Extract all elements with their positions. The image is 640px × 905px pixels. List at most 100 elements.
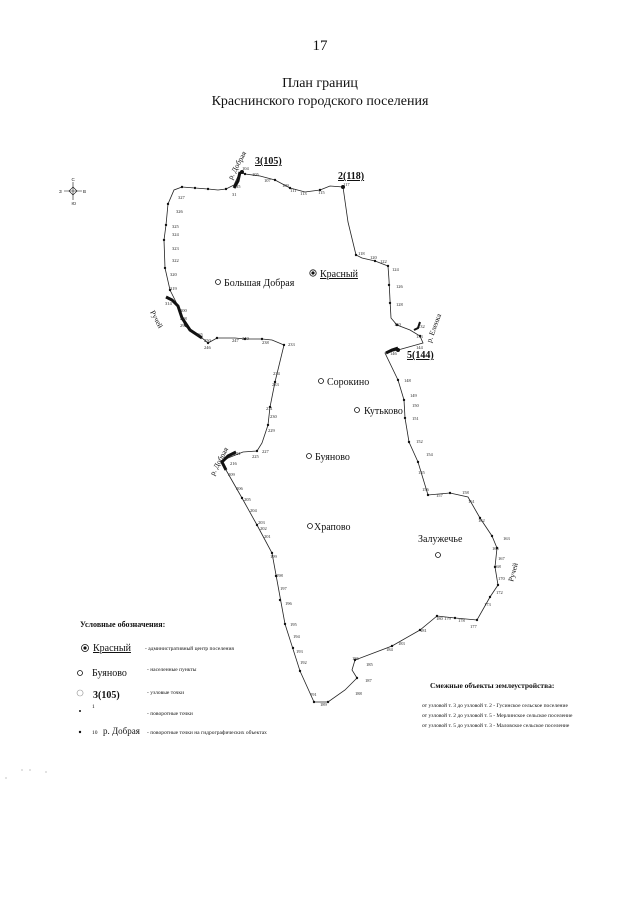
point-number: 201 [264,534,271,539]
point-number: 189 [320,702,328,707]
adjacent-objects: Смежные объекты землеустройства: от узло… [422,681,573,729]
point-number: 198 [276,573,284,578]
settlement-markers [215,279,441,558]
turn-point [418,334,422,338]
point-number: 298 [180,316,188,321]
point-number: 240 [242,336,250,341]
point-number: 225 [252,454,260,459]
adjacent-title: Смежные объекты землеустройства: [430,681,554,690]
nodal-point-2 [341,185,345,189]
point-number: 314 [165,301,173,306]
turn-point [215,336,219,340]
point-number: 209 [228,472,236,477]
settlement-label-khrapovo: Храпово [314,522,351,533]
nodal-points [240,170,400,352]
point-number: 186 [352,656,360,661]
turn-point [495,546,499,550]
compass-w: З [59,189,62,194]
point-number: 149 [410,393,418,398]
settlement-marker [307,523,313,529]
point-number: 148 [404,378,412,383]
turn-point [243,172,247,176]
point-number: 221 [234,451,241,456]
point-number: 230 [270,414,278,419]
legend-hydro-name: р. Добрая [103,726,140,736]
settlement-label-zaluzhechye: Залужечье [418,534,463,545]
turn-point [266,423,270,427]
turn-point [387,283,391,287]
legend-nodal-name: 3(105) [93,690,120,701]
point-number: 120 [370,255,378,260]
river-segment-elenka [385,346,399,355]
legend-turn-dot [79,710,81,712]
nodal-point-3 [240,170,244,174]
turn-point [224,187,228,191]
turn-point [260,337,264,341]
settlement-marker [435,552,441,558]
settlement-label-buyanovo: Буяново [315,452,350,463]
point-number: 111 [290,188,296,193]
map-title: План границ [282,76,358,91]
turn-point [403,416,407,420]
point-number: 250 [204,338,212,343]
point-number: 188 [355,691,363,696]
turn-point [291,646,295,650]
point-number: 158 [462,490,470,495]
turn-point [355,676,359,680]
point-number: 177 [470,624,478,629]
turn-point [240,496,244,500]
turn-point [373,259,377,263]
turn-point [206,341,210,345]
point-number: 157 [436,493,444,498]
turn-point [353,658,357,662]
turn-point [318,188,322,192]
turn-point [435,614,439,618]
turn-point [493,565,497,569]
legend-turn-desc: - поворотные точки [147,711,193,717]
admin-center-dot [311,271,315,275]
point-number: 231 [266,406,273,411]
point-number: 265 [196,332,204,337]
point-number: 290 [180,323,188,328]
settlement-marker [215,279,221,285]
point-number: 181 [420,628,427,633]
point-number: 247 [232,338,240,343]
turn-point [354,253,358,257]
turn-point [390,644,394,648]
point-number: 229 [268,428,276,433]
point-number: 130 [394,322,402,327]
point-number: 146 [390,351,398,356]
compass-rose: С Ю З В [59,177,86,206]
point-number: 117 [343,182,350,187]
turn-point [386,264,390,268]
point-number: 205 [244,497,252,502]
turn-point [416,460,420,464]
point-number: 124 [392,267,400,272]
point-number: 151 [412,416,419,421]
point-number: 197 [280,586,288,591]
turn-point [312,700,316,704]
point-number: 180 [436,616,444,621]
point-number: 122 [380,259,387,264]
turn-point [163,266,167,270]
river-label-elenka: р. Еленка [424,312,443,344]
turn-point [288,186,292,190]
turn-point [496,583,500,587]
settlement-marker [354,407,360,413]
turn-point [255,523,259,527]
point-number: 191 [310,692,317,697]
turn-point [388,301,392,305]
turn-point [282,343,286,347]
legend-hydro-dot [78,730,82,734]
nodal-point-5 [396,348,400,352]
nodal-label-5: 5(144) [407,350,434,361]
boundary-turn-points [162,172,500,704]
settlement-label-kutkovo: Кутьково [364,406,403,417]
legend-admin-desc: - административный центр поселения [145,645,234,652]
point-number: 163 [503,536,511,541]
point-number: 233 [272,382,280,387]
adjacent-line-1: от узловой т. 3 до узловой т. 2 - Гусинс… [422,702,568,709]
settlement-marker [306,453,312,459]
compass-s: Ю [72,201,77,206]
point-number: 172 [496,590,503,595]
